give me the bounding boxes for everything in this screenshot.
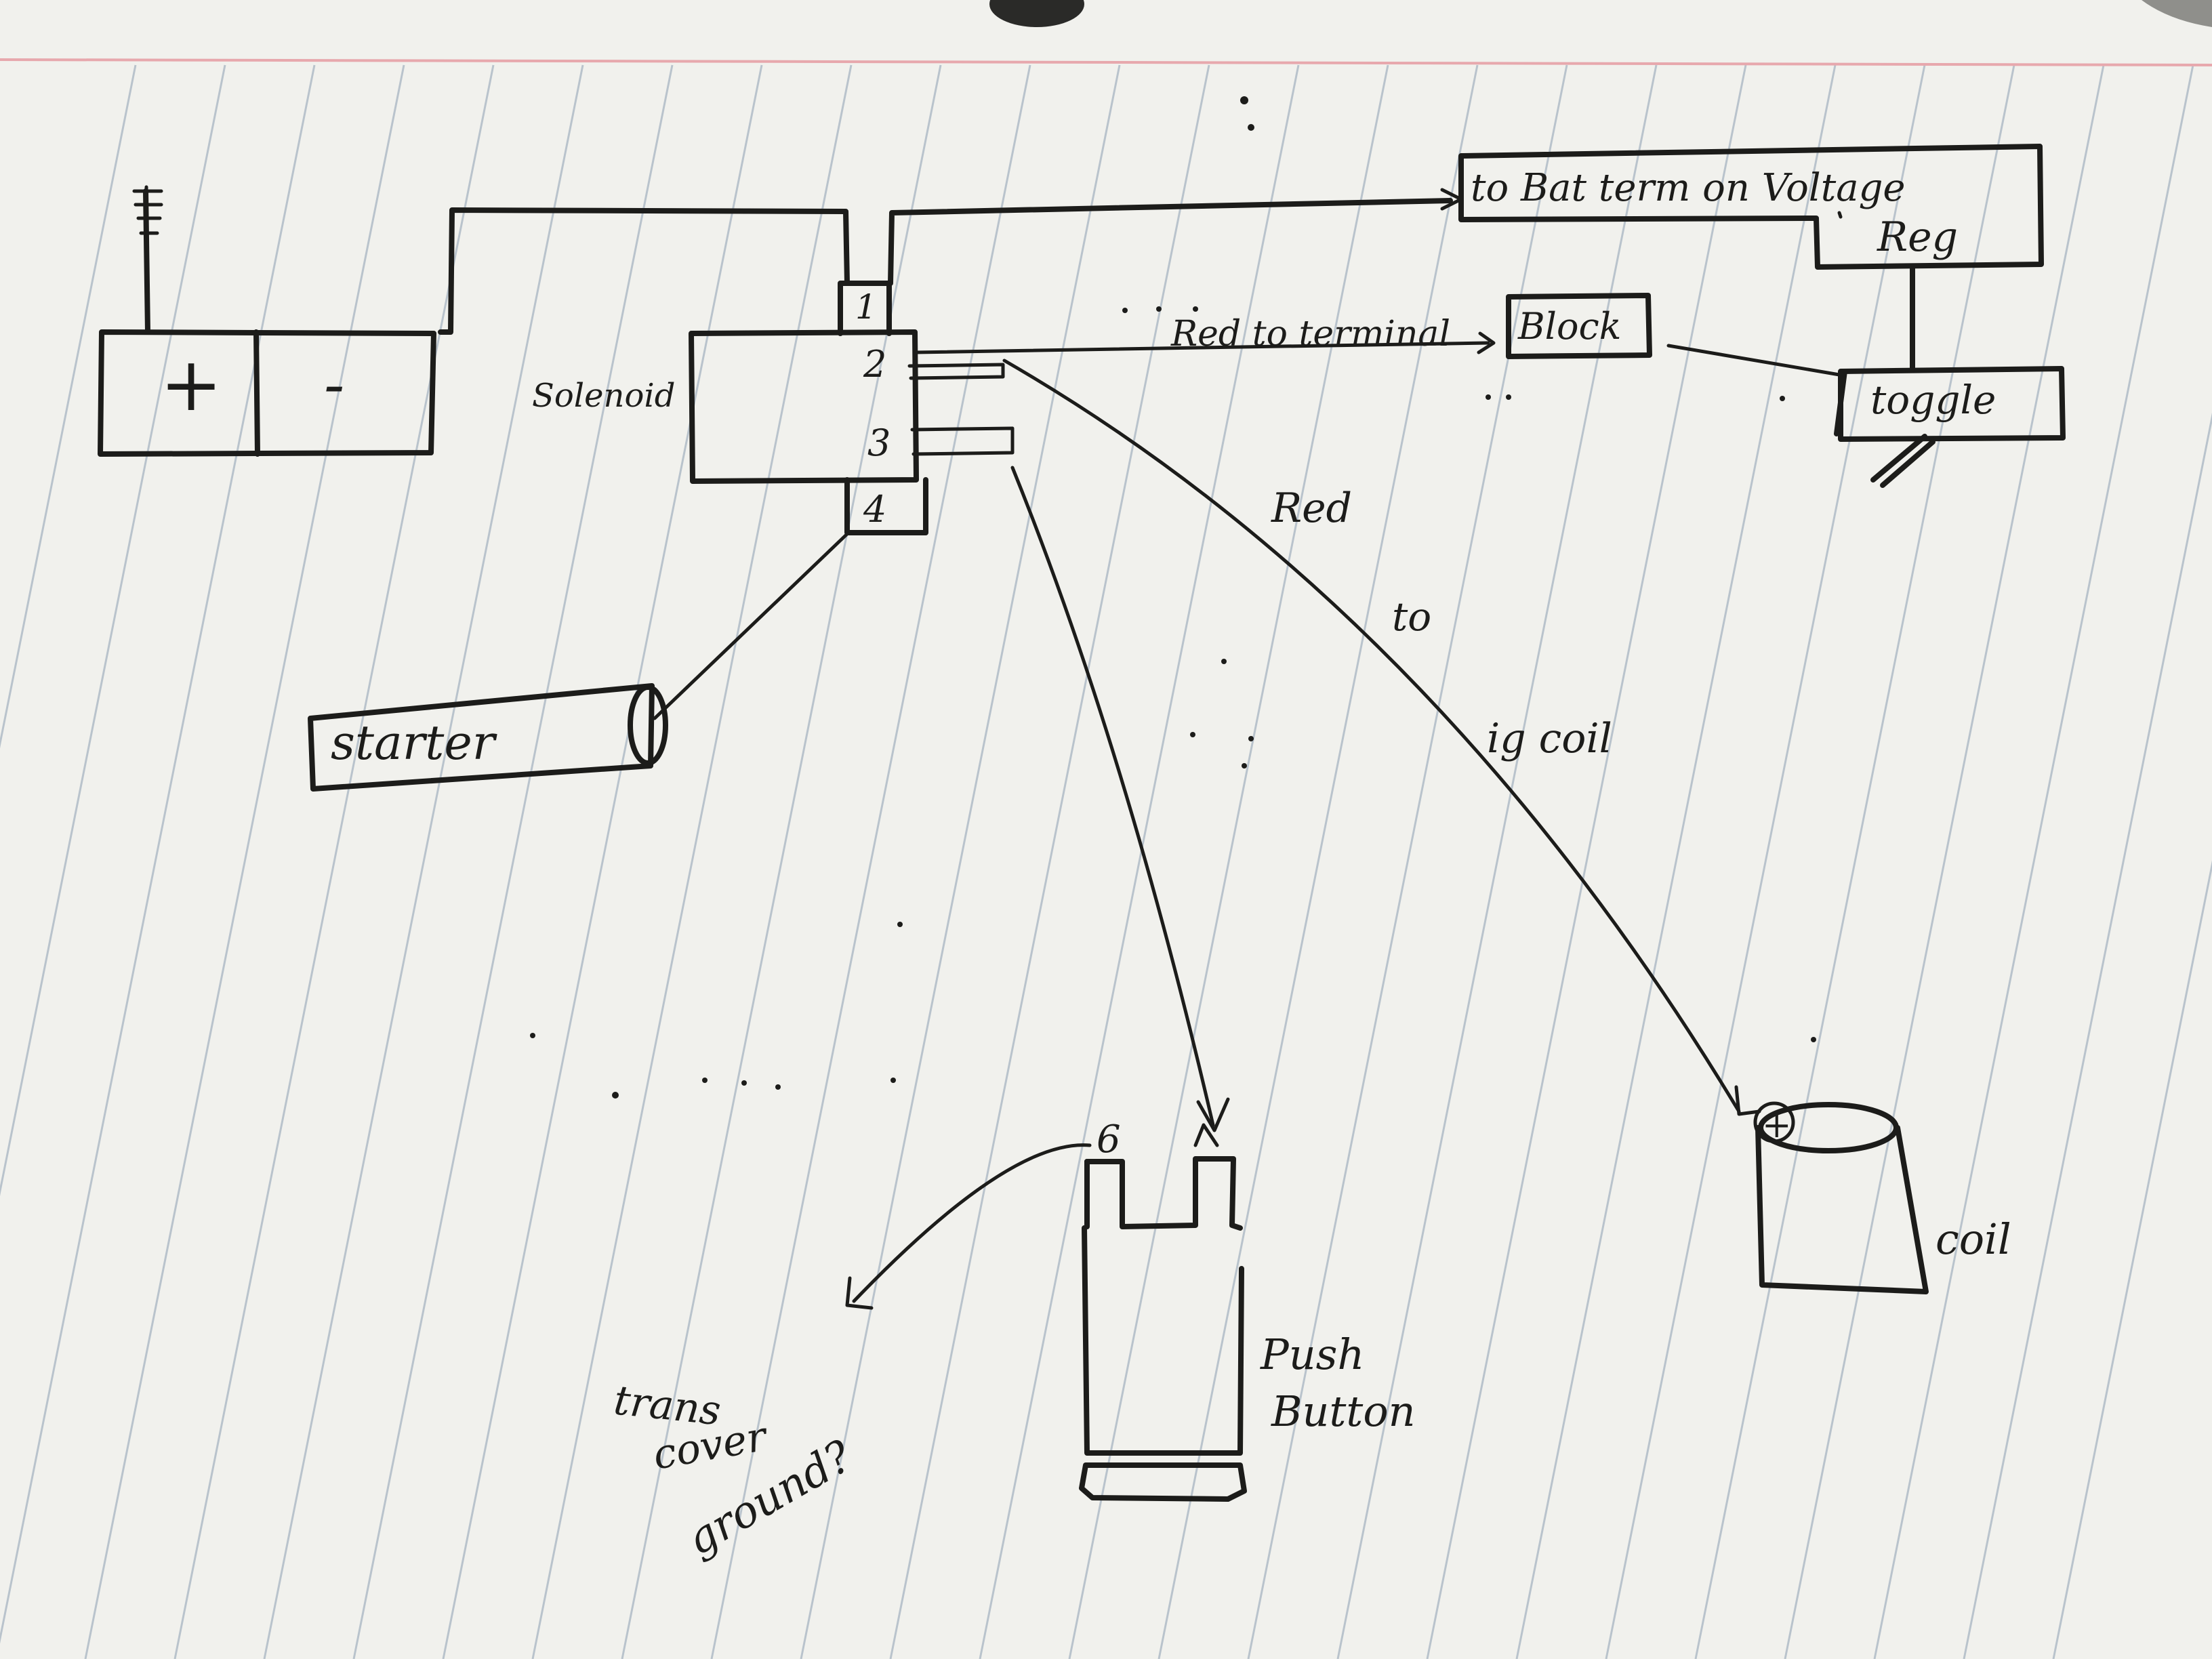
wire-block-to-toggle (1666, 344, 1845, 377)
toggle-lever (1870, 434, 1936, 488)
ruled-line (263, 64, 584, 1659)
coil-plus-label: + (1762, 1105, 1792, 1146)
wire-terminal-3-to-push-button (1010, 466, 1215, 1127)
ruled-line (1426, 64, 1747, 1659)
to-label: to (1392, 594, 1431, 640)
ruled-line (1068, 64, 1389, 1659)
coil-label: coil (1936, 1214, 2011, 1264)
arrowhead-push-button (1196, 1097, 1230, 1132)
terminal-block: Block (1506, 293, 1652, 359)
trans-label-line1: trans (611, 1376, 722, 1435)
battery-plus-label: + (160, 341, 222, 428)
stray-marks (530, 96, 1816, 1099)
push-button: Push Button 6 (1079, 1118, 1416, 1502)
ruled-line (352, 64, 674, 1659)
ruled-line (2052, 860, 2212, 1659)
ignition-coil: + coil (1753, 1101, 2011, 1294)
margin-line (0, 58, 2212, 66)
push-button-label-line2: Button (1271, 1387, 1416, 1436)
toggle-switch: toggle (1834, 366, 2066, 488)
push-button-label-line1: Push (1260, 1330, 1364, 1379)
ruled-line (1247, 64, 1568, 1659)
ruled-line (1515, 64, 1837, 1659)
wire-terminal-4-to-starter (653, 531, 851, 720)
solenoid: Solenoid 1 2 3 4 (532, 281, 1015, 535)
voltage-reg-label-line2: Reg (1877, 213, 1958, 261)
ruled-line (1873, 64, 2194, 1659)
arrowhead-terminal-block (1477, 331, 1496, 354)
button-terminal-6-label: 6 (1097, 1118, 1121, 1162)
ruled-line (800, 64, 1121, 1659)
ig-coil-label: ig coil (1487, 715, 1612, 762)
ground-symbol (132, 185, 163, 335)
block-label: Block (1517, 305, 1621, 348)
terminal-2-label: 2 (863, 343, 886, 386)
wire-red-to-ig-coil (1002, 359, 1741, 1113)
ruled-line (1158, 64, 1479, 1659)
wire-red-to-terminal-block (913, 341, 1490, 354)
voltage-reg-divider-dot (1837, 211, 1843, 219)
ruled-line (1605, 64, 1926, 1659)
terminal-4-label: 4 (863, 488, 886, 531)
red-to-terminal-label: Red to terminal (1170, 314, 1450, 354)
voltage-regulator: to Bat term on Voltage Reg (1458, 144, 2044, 270)
ruled-line (1784, 64, 2105, 1659)
ruled-line (710, 64, 1031, 1659)
binder-hole (989, 0, 1084, 27)
ruled-line (979, 64, 1300, 1659)
solenoid-terminal-4 (844, 477, 928, 535)
battery: + - (98, 329, 436, 457)
wire-button-to-ground (852, 1143, 1092, 1303)
solenoid-tab-2 (907, 363, 1005, 380)
red-label: Red (1271, 485, 1352, 532)
button-terminal-5-mark (1193, 1123, 1219, 1147)
terminal-3-label: 3 (867, 422, 890, 464)
arrowhead-coil (1734, 1085, 1761, 1116)
starter-label: starter (331, 715, 497, 771)
voltage-reg-label-line1: to Bat term on Voltage (1471, 166, 1906, 210)
wire-solenoid-to-voltage-regulator (888, 198, 1453, 286)
solenoid-tab-3 (910, 426, 1015, 456)
ruled-line (0, 64, 137, 749)
arrowhead-ground (845, 1276, 874, 1310)
ruled-line (1336, 64, 1658, 1659)
starter-motor: starter (308, 683, 668, 792)
wire-battery-to-terminal-1 (438, 207, 850, 335)
terminal-1-label: 1 (855, 287, 877, 327)
ruled-line (889, 64, 1210, 1659)
solenoid-label: Solenoid (532, 377, 675, 415)
battery-minus-label: - (324, 349, 344, 420)
toggle-label: toggle (1870, 377, 1996, 423)
paper-corner-shadow (2142, 0, 2212, 27)
ruled-line (1694, 64, 2015, 1659)
ruled-line (1963, 412, 2212, 1659)
